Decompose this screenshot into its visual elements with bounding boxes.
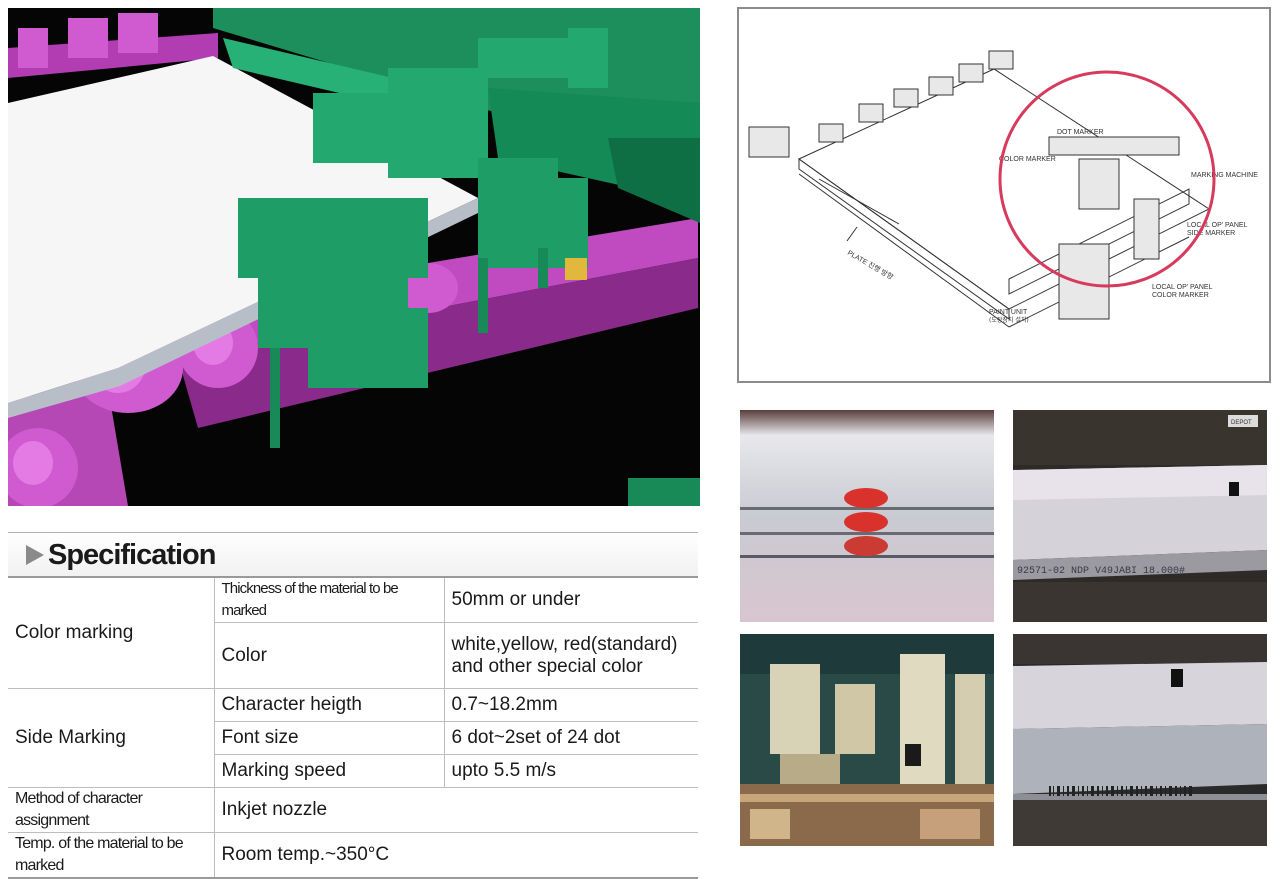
table-row: Method of character assignment Inkjet no… [8, 787, 698, 833]
photo-side-marking-text: DEPOT 92571-02 NDP V49JABI 18.000# [1013, 410, 1267, 622]
photo-3-image [740, 634, 994, 846]
value-cell: Inkjet nozzle [213, 787, 698, 833]
paint-unit-sublabel: (도장장치 설치) [989, 316, 1029, 324]
marking-machine-label: MARKING MACHINE [1191, 172, 1258, 179]
paint-unit-label: PAINT UNIT [989, 309, 1028, 316]
render-3d-illustration [8, 8, 700, 506]
value-cell: 50mm or under [443, 576, 698, 623]
table-row: Color white,yellow, red(standard) and ot… [8, 622, 698, 689]
value-cell: upto 5.5 m/s [443, 754, 698, 788]
local-op-side-label-1: LOCAL OP' PANEL [1187, 222, 1248, 229]
dot-marker-label: DOT MARKER [1057, 129, 1104, 136]
photo-marking-machine [740, 634, 994, 846]
local-op-color-label-2: COLOR MARKER [1152, 292, 1209, 299]
marking-system-layout-diagram: PLATE 진행 방향 DOT MARKER COLOR MARKER MARK… [737, 7, 1271, 383]
table-row: Marking speed upto 5.5 m/s [8, 754, 698, 788]
value-cell: Room temp.~350°C [213, 832, 698, 879]
highlight-circle [998, 70, 1216, 288]
table-row: Font size 6 dot~2set of 24 dot [8, 721, 698, 755]
item-cell: Thickness of the material to be marked [213, 576, 445, 623]
value-cell: 0.7~18.2mm [443, 688, 698, 722]
triangle-bullet-icon [26, 545, 44, 565]
barcode-marks [1049, 786, 1192, 796]
photo-barcode-marking [1013, 634, 1267, 846]
category-cell: Side Marking [8, 688, 215, 788]
item-cell: Font size [214, 721, 445, 755]
local-op-color-label-1: LOCAL OP' PANEL [1152, 284, 1213, 291]
depot-sign: DEPOT [1231, 420, 1252, 426]
photo-2-image: DEPOT 92571-02 NDP V49JABI 18.000# [1013, 410, 1267, 622]
table-row: Color marking Thickness of the material … [8, 576, 698, 689]
table-row: Temp. of the material to be marked Room … [8, 832, 698, 879]
value-line: white,yellow, red(standard) [451, 633, 678, 655]
item-cell: Color [214, 622, 445, 689]
item-cell: Marking speed [214, 754, 445, 788]
layout-drawing: PLATE 진행 방향 DOT MARKER COLOR MARKER MARK… [739, 9, 1269, 381]
photo-1-image [740, 410, 994, 622]
specification-title: Specification [48, 538, 216, 571]
category-cell: Temp. of the material to be marked [8, 832, 215, 879]
category-cell: Color marking [8, 576, 215, 689]
specification-heading: Specification [8, 532, 698, 577]
value-cell: white,yellow, red(standard) and other sp… [443, 622, 698, 689]
item-cell: Character heigth [213, 688, 445, 722]
category-cell: Method of character assignment [8, 787, 215, 833]
photo-4-image [1013, 634, 1267, 846]
table-row: Side Marking Character heigth 0.7~18.2mm [8, 688, 698, 788]
plate-code-text: 92571-02 NDP V49JABI 18.000# [1017, 566, 1185, 577]
value-line: and other special color [451, 655, 643, 677]
color-marker-label: COLOR MARKER [999, 156, 1056, 163]
value-cell: 6 dot~2set of 24 dot [443, 721, 698, 755]
specification-table: Color marking Thickness of the material … [8, 576, 698, 879]
marking-machine-3d-render [8, 8, 700, 506]
local-op-side-label-2: SIDE MARKER [1187, 230, 1235, 237]
photo-red-paint-marks [740, 410, 994, 622]
